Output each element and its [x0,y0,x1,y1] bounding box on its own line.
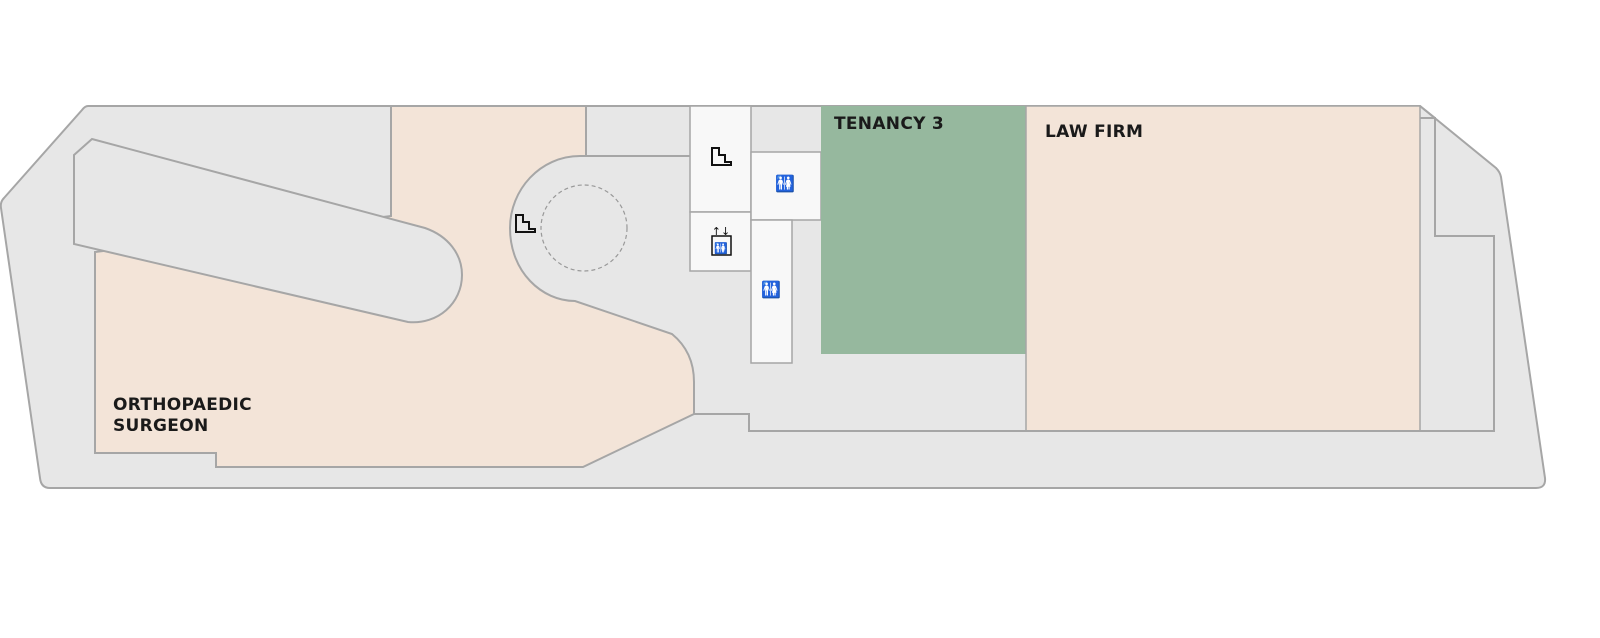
label-law-firm: LAW FIRM [1045,122,1144,142]
lift-icon: ↑↓ 🚻 [711,225,732,256]
core-restroom-1 [750,151,822,221]
core-restroom-2 [750,219,793,364]
core-lift [689,211,752,272]
restroom-icon: 🚻 [761,280,781,299]
atrium-ramp [73,137,464,324]
tenancy-law-firm[interactable] [1025,105,1421,432]
atrium-void [540,184,628,272]
stairs-icon [515,147,732,233]
svg-text:🚻: 🚻 [714,242,728,255]
tenancy-3[interactable] [821,106,1026,354]
restroom-icon: 🚻 [775,174,795,193]
corridor-outline [694,105,1495,432]
label-line-1: ORTHOPAEDIC [113,395,252,415]
label-tenancy-3: TENANCY 3 [834,114,945,134]
label-orthopaedic-surgeon: ORTHOPAEDIC SURGEON [113,395,252,437]
svg-text:↑↓: ↑↓ [712,225,730,238]
core-stairs [689,105,752,213]
label-line-2: SURGEON [113,416,209,436]
